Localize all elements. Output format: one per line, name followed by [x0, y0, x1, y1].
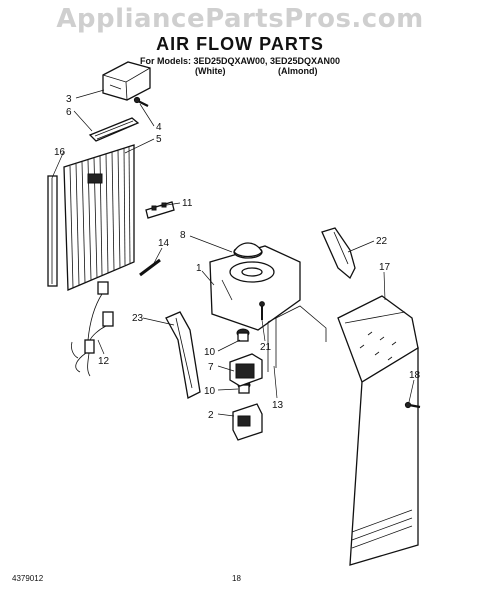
part-16-strip: [47, 175, 58, 287]
callout-labels: 3 6 4 5 16 11 8 22 14 17 1 23 10 21 7 12…: [54, 94, 421, 421]
variant-white: (White): [195, 66, 226, 76]
callout-11: 11: [182, 198, 193, 209]
part-7-fan-motor: [229, 353, 263, 387]
part-1-fan-shroud: [209, 245, 301, 331]
part-2-bracket: [232, 403, 263, 441]
callout-17: 17: [379, 262, 391, 273]
models-line: For Models: 3ED25DQXAW00, 3ED25DQXAN00: [139, 56, 341, 66]
part-5-duct-panel: [63, 144, 135, 291]
part-11-bracket: [145, 201, 175, 219]
part-23-side-panel: [165, 311, 201, 399]
callout-14: 14: [158, 238, 170, 249]
part-10-grommet: [236, 328, 250, 342]
callout-8: 8: [180, 230, 186, 241]
callout-2: 2: [208, 410, 214, 421]
part-17-main-duct: [337, 295, 419, 566]
callout-4: 4: [156, 122, 162, 133]
callout-10-lower: 10: [204, 386, 216, 397]
part-13-frame: [267, 305, 327, 372]
callout-18: 18: [409, 370, 421, 381]
callout-23: 23: [132, 313, 144, 324]
callout-6: 6: [66, 107, 72, 118]
page-number: 18: [232, 574, 241, 583]
watermark: AppliancePartsPros.com: [56, 4, 424, 34]
part-21-screw: [259, 301, 265, 320]
part-12-harness: [71, 281, 114, 377]
part-14-screw: [139, 258, 161, 277]
callout-7: 7: [208, 362, 214, 373]
part-4-screw: [133, 96, 149, 107]
callout-12: 12: [98, 356, 110, 367]
part-3-cap: [102, 61, 151, 101]
callout-5: 5: [156, 134, 162, 145]
callout-1: 1: [196, 263, 202, 274]
diagram-title: AIR FLOW PARTS: [156, 34, 324, 54]
callout-13: 13: [272, 400, 284, 411]
doc-number: 4379012: [12, 574, 44, 583]
part-6-grille: [88, 117, 140, 142]
callout-3: 3: [66, 94, 72, 105]
variant-almond: (Almond): [278, 66, 318, 76]
leader-lines: [51, 89, 415, 417]
part-18-screw: [404, 401, 421, 409]
callout-21: 21: [260, 342, 272, 353]
callout-10: 10: [204, 347, 216, 358]
callout-16: 16: [54, 147, 66, 158]
callout-22: 22: [376, 236, 388, 247]
part-22-side-panel: [321, 227, 356, 280]
part-8-fan-blade: [233, 242, 263, 259]
